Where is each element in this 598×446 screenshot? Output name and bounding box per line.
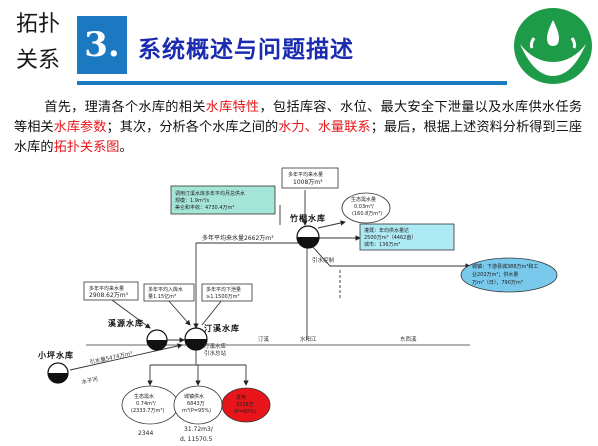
para-text-3: ；其次，分析各个水库之间的 (106, 120, 279, 135)
para-text-4: ；最后，根据上述资料分析得到三座水库的 (14, 120, 583, 155)
tingxi-river-label: 汀溪 (258, 335, 270, 343)
box-avg-in: 多年平均入库水 量1.15亿m³ (143, 283, 195, 302)
avg-in-line2: 量1.15亿m³ (148, 293, 176, 300)
bottom-eco-line2: 0.74m³/ (136, 401, 156, 407)
tingxi-ctrl-label: 汀溪水库 (204, 342, 227, 350)
label-xiaoping: 小坪水库 (37, 350, 74, 360)
bottom-power-line2: 3226万 (236, 402, 254, 408)
header-side-line2: 关系 (15, 48, 60, 73)
cyan-line2: 2500万m³（4462亩） (364, 234, 416, 241)
eco-flow-line2: 0.03m³/ (354, 204, 374, 210)
box-avg-inflow-top: 多年平均来水量 1008万m³ (281, 167, 339, 189)
avg-inflow-left-line2: 2908.62万m³ (89, 292, 129, 299)
reservoir-tingxi (184, 327, 208, 351)
box-cyan-supply: 灌溉：年均供水量达 2500万m³（4462亩） 城市：136万m³ (359, 223, 455, 251)
bottom-power-line3: (P=80%) (234, 409, 256, 415)
topology-diagram: 竹桐水库 溪源水库 汀溪水库 小坪水库 多年平均来水量 1008万m³ 调用汀溪… (37, 167, 558, 443)
header-side-line1: 拓扑 (15, 12, 60, 37)
para-highlight-1: 水库特性 (205, 100, 260, 115)
header-section-label: 拓扑 关系 (0, 0, 76, 88)
eco-flow-line3: (160.8万m³) (352, 211, 382, 217)
section-number: 3. (77, 16, 127, 74)
avg-inflow-left-line1: 多年平均来水量 (89, 285, 124, 292)
header-divider (77, 81, 507, 85)
box-supply-teal: 调用汀溪水库多年平均月总供水 规模：1.9m³/s 美仑和丰收：4730.4万m… (170, 185, 276, 215)
bottom-eco-line3: (2333.7万m³) (131, 408, 164, 414)
shuizi-label: 水子河 (81, 375, 99, 386)
box-supply-teal-line2: 规模：1.9m³/s (175, 197, 210, 204)
para-text-5: 。 (119, 140, 133, 155)
shuiyang-label: 水阳江 (300, 335, 317, 343)
para-text-2: ，包括库容、水位、最大安全下泄量以及水库供水任务等相关 (14, 100, 583, 135)
river-right-label: 东西溪 (400, 335, 417, 343)
label-zhutong: 竹桐水库 (289, 213, 326, 223)
para-highlight-3: 水力、水量联系 (278, 120, 371, 135)
box-avg-inflow-left: 多年平均来水量 2908.62万m³ (83, 281, 139, 301)
box-supply-teal-line3: 美仑和丰收：4730.4万m³ (175, 204, 234, 211)
ellipse-bottom-power: 发电 3226万 (P=80%) (221, 387, 271, 423)
page-title: 系统概述与问题描述 (138, 37, 354, 63)
para-highlight-4: 拓扑关系图 (53, 140, 120, 155)
reservoir-xiyuan (146, 329, 168, 351)
blue-line1: 城镇：下游县城388万m³和工 (472, 263, 538, 270)
bottom-supply-line3: m³(P=95%) (182, 408, 211, 414)
para-text-1: 首先，理清各个水库的相关 (44, 100, 206, 115)
bottom-value-volume: d, 11570.5 (180, 436, 213, 443)
cyan-line1: 灌溉：年均供水量达 (364, 227, 409, 234)
bottom-value-flow: 31.72m3/ (184, 426, 214, 433)
label-xiyuan: 溪源水库 (108, 318, 144, 328)
box-supply-teal-line1: 调用汀溪水库多年平均月总供水 (175, 190, 245, 197)
flow-label-2662: 多年平均来水量2662万m³ (202, 234, 274, 242)
ellipse-blue-supply: 城镇：下游县城388万m³和工 业202万m³；供水量 万m³（日），790万m… (460, 257, 558, 293)
ellipse-eco-flow: 生态需水量 0.03m³/ (160.8万m³) (341, 192, 391, 224)
bottom-value-2344: 2344 (138, 430, 153, 437)
avg-in-line1: 多年平均入库水 (148, 286, 183, 293)
intro-paragraph: 首先，理清各个水库的相关水库特性，包括库容、水位、最大安全下泄量以及水库供水任务… (14, 98, 582, 158)
bottom-power-line1: 发电 (236, 394, 246, 401)
zhutong-ctrl-label: 引水控制 (312, 256, 335, 264)
avg-out-line1: 多年平均下泄量 (206, 286, 241, 293)
blue-line3: 万m³（日），790万m³ (472, 280, 523, 286)
para-highlight-2: 水库参数 (53, 120, 107, 135)
box-avg-inflow-top-line1: 多年平均来水量 (288, 171, 323, 178)
bottom-supply-line2: 6843万 (187, 401, 205, 407)
tingxi-sub-label: 引水总站 (204, 349, 227, 357)
cyan-line3: 城市：136万m³ (364, 241, 400, 248)
label-tingxi: 汀溪水库 (204, 323, 240, 333)
flow-label-5474: 引水量5474万m³ (89, 349, 133, 366)
box-avg-inflow-top-line2: 1008万m³ (293, 179, 323, 186)
blue-line2: 业202万m³；供水量 (472, 271, 518, 278)
water-logo-icon (514, 8, 592, 84)
eco-flow-line1: 生态需水量 (351, 196, 376, 203)
avg-out-line2: ≥1.1500万m³ (206, 294, 240, 300)
ellipse-bottom-supply: 城镇供水 6843万 m³(P=95%) (173, 385, 223, 425)
bottom-eco-line1: 生态需水 (134, 393, 154, 400)
reservoir-xiaoping (47, 362, 69, 384)
reservoir-zhutong (296, 225, 320, 249)
box-avg-out: 多年平均下泄量 ≥1.1500万m³ (201, 283, 253, 302)
bottom-supply-line1: 城镇供水 (184, 393, 204, 400)
ellipse-bottom-eco: 生态需水 0.74m³/ (2333.7万m³) (121, 385, 179, 425)
